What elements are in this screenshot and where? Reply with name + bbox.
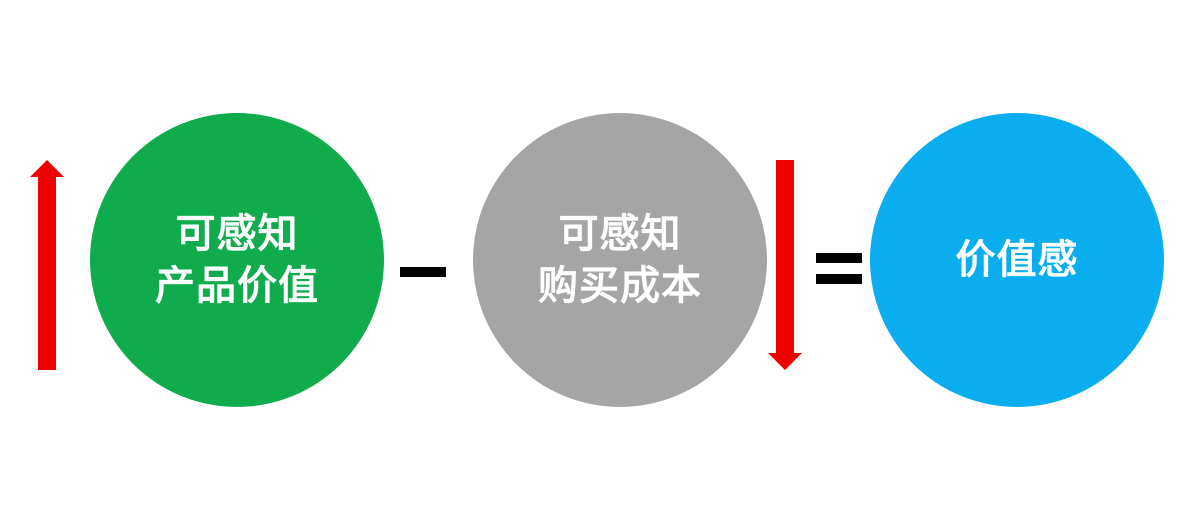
- circle-label-line: 可感知: [558, 211, 682, 257]
- arrow-up-icon: [30, 160, 64, 370]
- circle-label-line: 产品价值: [155, 263, 319, 309]
- circle-label-line: 价值感: [955, 237, 1079, 283]
- arrow-down-icon: [768, 160, 802, 370]
- perceived-product-value-circle: 可感知 产品价值: [90, 113, 384, 407]
- value-perception-circle: 价值感: [870, 113, 1164, 407]
- circle-label-line: 可感知: [175, 211, 299, 257]
- perceived-purchase-cost-circle: 可感知 购买成本: [473, 113, 767, 407]
- circle-label-line: 购买成本: [538, 263, 702, 309]
- equals-bar: [816, 253, 862, 263]
- equals-bar: [816, 274, 862, 284]
- minus-operator: [400, 267, 446, 277]
